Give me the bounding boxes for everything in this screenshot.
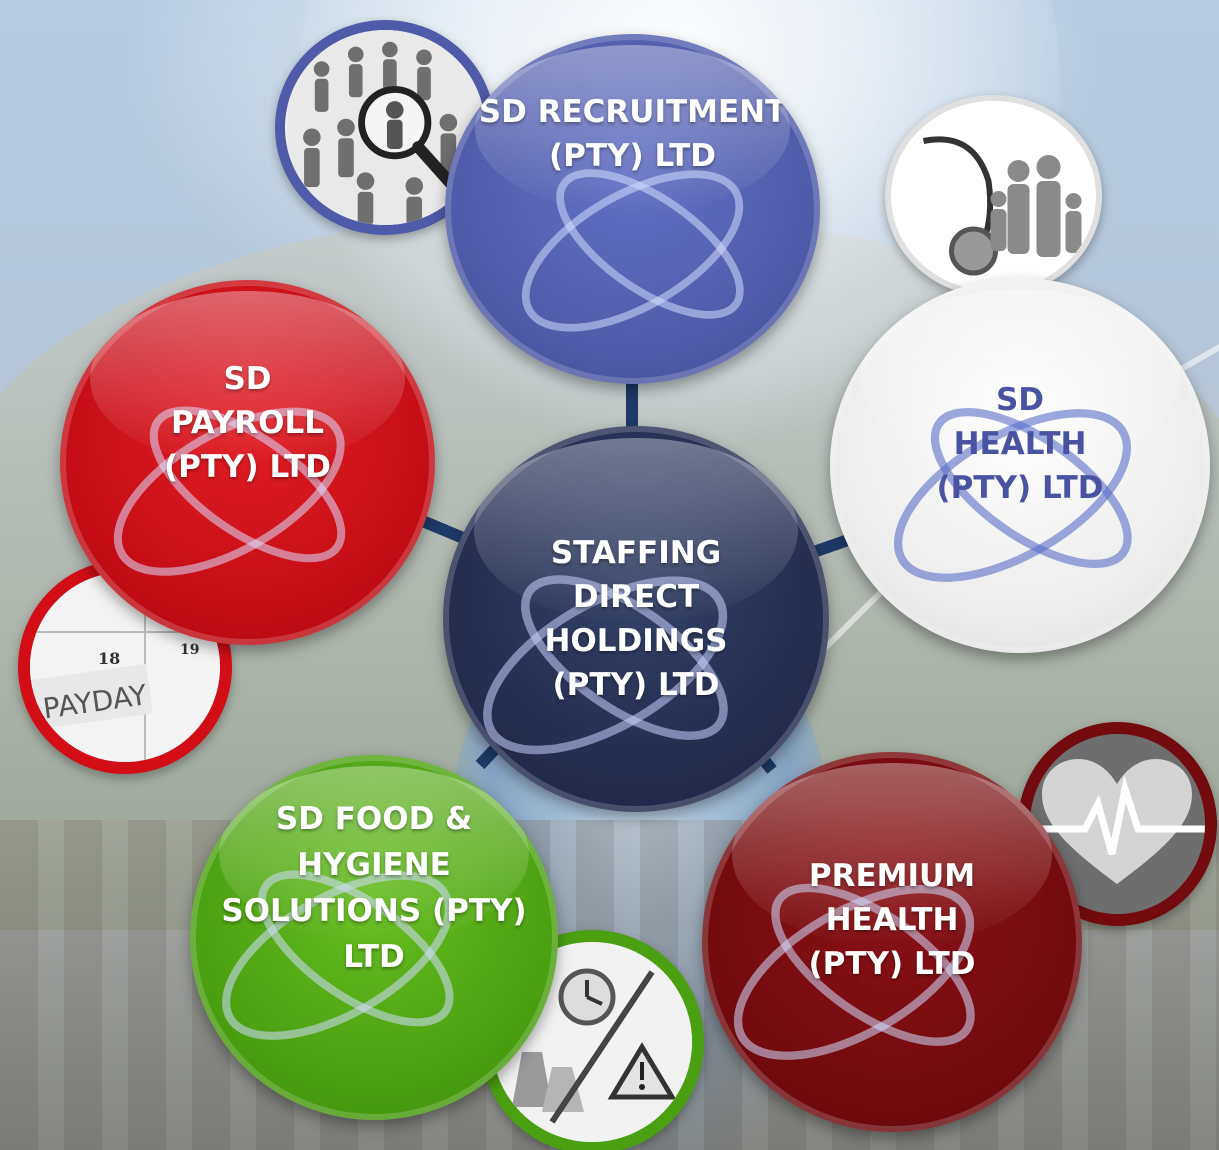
- sd-recruitment-node[interactable]: SD RECRUITMENT (PTY) LTD: [445, 34, 820, 384]
- payday-day-a: 18: [98, 649, 120, 668]
- sd-health-label: SD HEALTH (PTY) LTD: [936, 381, 1104, 506]
- sd-recruitment-label: SD RECRUITMENT (PTY) LTD: [478, 94, 787, 174]
- staffing-direct-holdings-node[interactable]: STAFFING DIRECT HOLDINGS (PTY) LTD: [443, 426, 829, 812]
- stethoscope-family-icon: [885, 95, 1102, 297]
- sd-health-node[interactable]: SD HEALTH (PTY) LTD: [830, 278, 1210, 653]
- sd-food-hygiene-label: SD FOOD & HYGIENE SOLUTIONS (PTY) LTD: [221, 800, 527, 975]
- sd-payroll-node[interactable]: SD PAYROLL (PTY) LTD: [60, 280, 435, 645]
- payday-day-b: 19: [180, 642, 199, 658]
- premium-health-label: PREMIUM HEALTH (PTY) LTD: [808, 858, 976, 982]
- sd-food-hygiene-node[interactable]: SD FOOD & HYGIENE SOLUTIONS (PTY) LTD: [190, 755, 558, 1120]
- premium-health-node[interactable]: PREMIUM HEALTH (PTY) LTD: [702, 752, 1082, 1132]
- sd-payroll-label: SD PAYROLL (PTY) LTD: [164, 360, 331, 485]
- orbit-logo-icon: [521, 169, 744, 332]
- staffing-direct-holdings-label: STAFFING DIRECT HOLDINGS (PTY) LTD: [544, 535, 728, 703]
